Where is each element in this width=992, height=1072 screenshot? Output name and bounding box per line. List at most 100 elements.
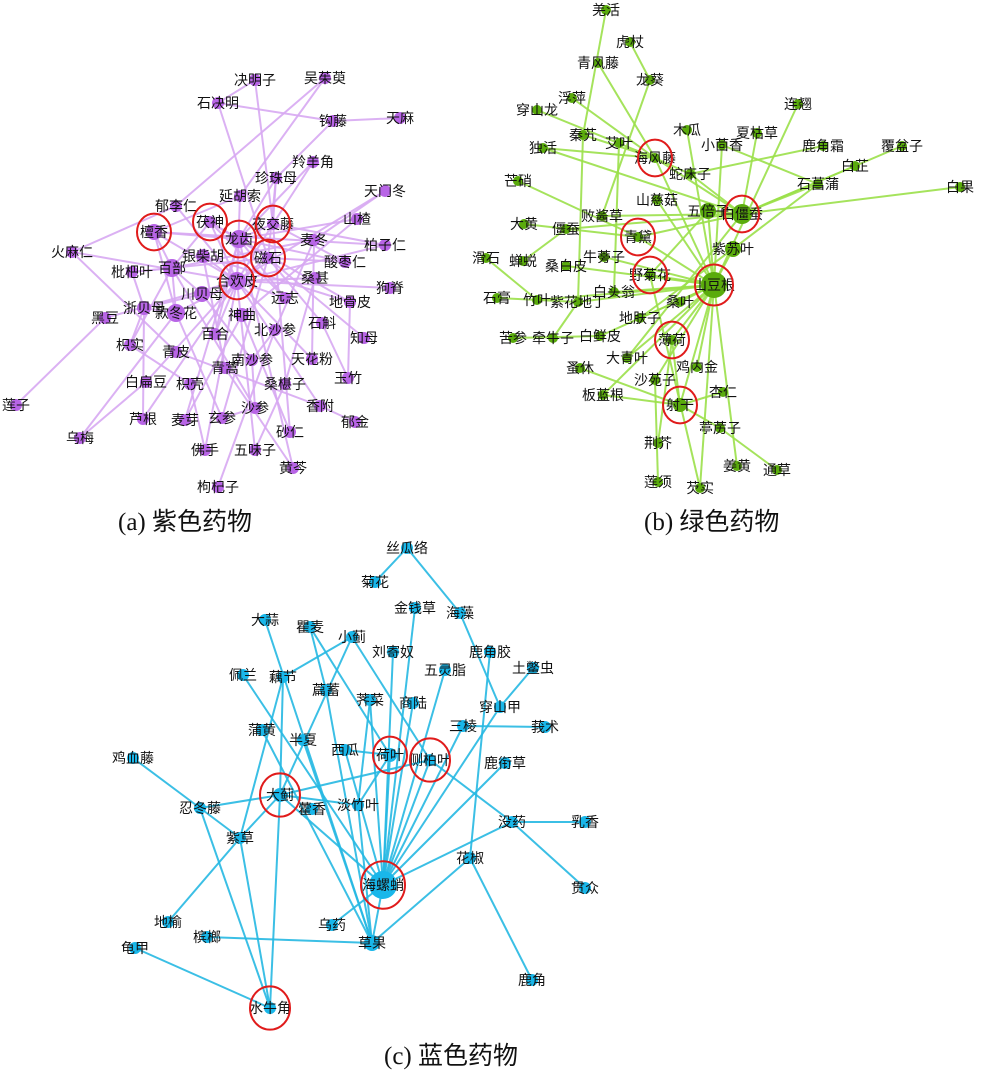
node-label: 山慈菇: [636, 193, 678, 209]
node: [457, 720, 469, 732]
node: [179, 414, 191, 426]
edge: [153, 231, 386, 246]
node: [652, 195, 662, 205]
edge: [269, 794, 281, 1009]
node: [692, 362, 702, 372]
node: [344, 296, 356, 308]
edge: [217, 79, 256, 104]
node-label: 藕节: [269, 670, 297, 686]
edge: [689, 173, 743, 215]
node: [194, 286, 210, 302]
node: [316, 317, 328, 329]
node-label: 射干: [666, 398, 694, 414]
edge: [522, 228, 567, 262]
node-label: 槟榔: [193, 930, 221, 946]
node-label: 荆芥: [644, 436, 672, 452]
node-label: 五灵脂: [424, 663, 466, 679]
edge: [71, 251, 238, 282]
node: [234, 832, 246, 844]
edge: [741, 186, 961, 215]
node-label: 枳实: [116, 338, 144, 354]
node-label: 沙苑子: [634, 373, 676, 389]
edge: [221, 257, 269, 419]
node-label: 神曲: [228, 308, 256, 324]
edge: [325, 689, 373, 944]
edge: [239, 837, 271, 1009]
node: [249, 74, 261, 86]
highlight-ring: [360, 860, 406, 910]
node: [230, 230, 248, 248]
node-label: 秦艽: [569, 128, 597, 144]
node: [170, 200, 182, 212]
node-label: 山豆根: [693, 278, 735, 294]
node: [326, 919, 338, 931]
highlight-ring: [724, 194, 760, 234]
node: [645, 270, 655, 280]
node: [327, 115, 339, 127]
highlight-ring: [409, 737, 451, 783]
node: [342, 372, 354, 384]
edge: [267, 257, 365, 339]
edge: [238, 238, 294, 469]
node-label: 艾叶: [605, 136, 633, 152]
edge: [131, 257, 269, 273]
node: [306, 803, 318, 815]
edge: [602, 394, 681, 406]
node: [494, 701, 506, 713]
node-label: 藿香: [298, 802, 326, 818]
edge: [241, 314, 291, 433]
node: [575, 363, 585, 373]
node-label: 茯神: [196, 215, 224, 231]
node-label: 石斛: [308, 316, 336, 332]
highlight-ring: [372, 735, 408, 775]
node: [793, 99, 803, 109]
node-label: 滑石: [472, 250, 500, 267]
network-purple: 决明子吴茱萸石决明钩藤天麻羚羊角珍珠母天门冬延胡索郁李仁茯神夜交藤山楂檀香龙齿麦…: [2, 71, 414, 496]
node: [163, 259, 181, 277]
edge: [254, 79, 274, 225]
node: [772, 465, 782, 475]
edge: [382, 762, 506, 886]
node: [10, 399, 22, 411]
node: [249, 402, 261, 414]
node-label: 芦根: [129, 412, 157, 428]
edge: [217, 102, 269, 259]
highlight-ring: [637, 138, 673, 178]
node-label: 地肤子: [619, 311, 661, 327]
node: [579, 882, 591, 894]
node: [532, 295, 542, 305]
node: [167, 304, 185, 322]
node-label: 郁李仁: [155, 199, 197, 215]
edge: [239, 77, 326, 197]
node: [339, 744, 351, 756]
highlight-ring: [192, 202, 228, 242]
node-label: 薄荷: [658, 333, 686, 349]
edge: [224, 367, 294, 469]
edge: [382, 669, 446, 886]
node-label: 姜黄: [723, 458, 751, 475]
node-label: 白芷: [841, 159, 869, 175]
node-label: 龙葵: [636, 73, 664, 89]
node: [601, 5, 611, 15]
highlight-ring: [221, 219, 257, 259]
node: [369, 576, 381, 588]
node: [409, 602, 421, 614]
node: [401, 542, 413, 554]
node-label: 决明子: [234, 73, 276, 89]
node: [287, 462, 299, 474]
node-label: 忍冬藤: [179, 801, 221, 817]
node-label: 郁金: [341, 415, 369, 431]
node: [561, 224, 571, 234]
node-label: 杏仁: [709, 385, 737, 401]
edge: [469, 651, 491, 859]
node-label: 鸡血藤: [112, 750, 154, 767]
node-label: 鹿角: [518, 972, 546, 989]
edge: [171, 221, 211, 269]
node-label: 钩藤: [319, 114, 347, 130]
node-label: 龟甲: [121, 941, 149, 957]
node: [352, 799, 364, 811]
node: [578, 130, 588, 140]
edge: [637, 236, 715, 286]
edge: [462, 725, 546, 728]
edge: [104, 280, 238, 319]
